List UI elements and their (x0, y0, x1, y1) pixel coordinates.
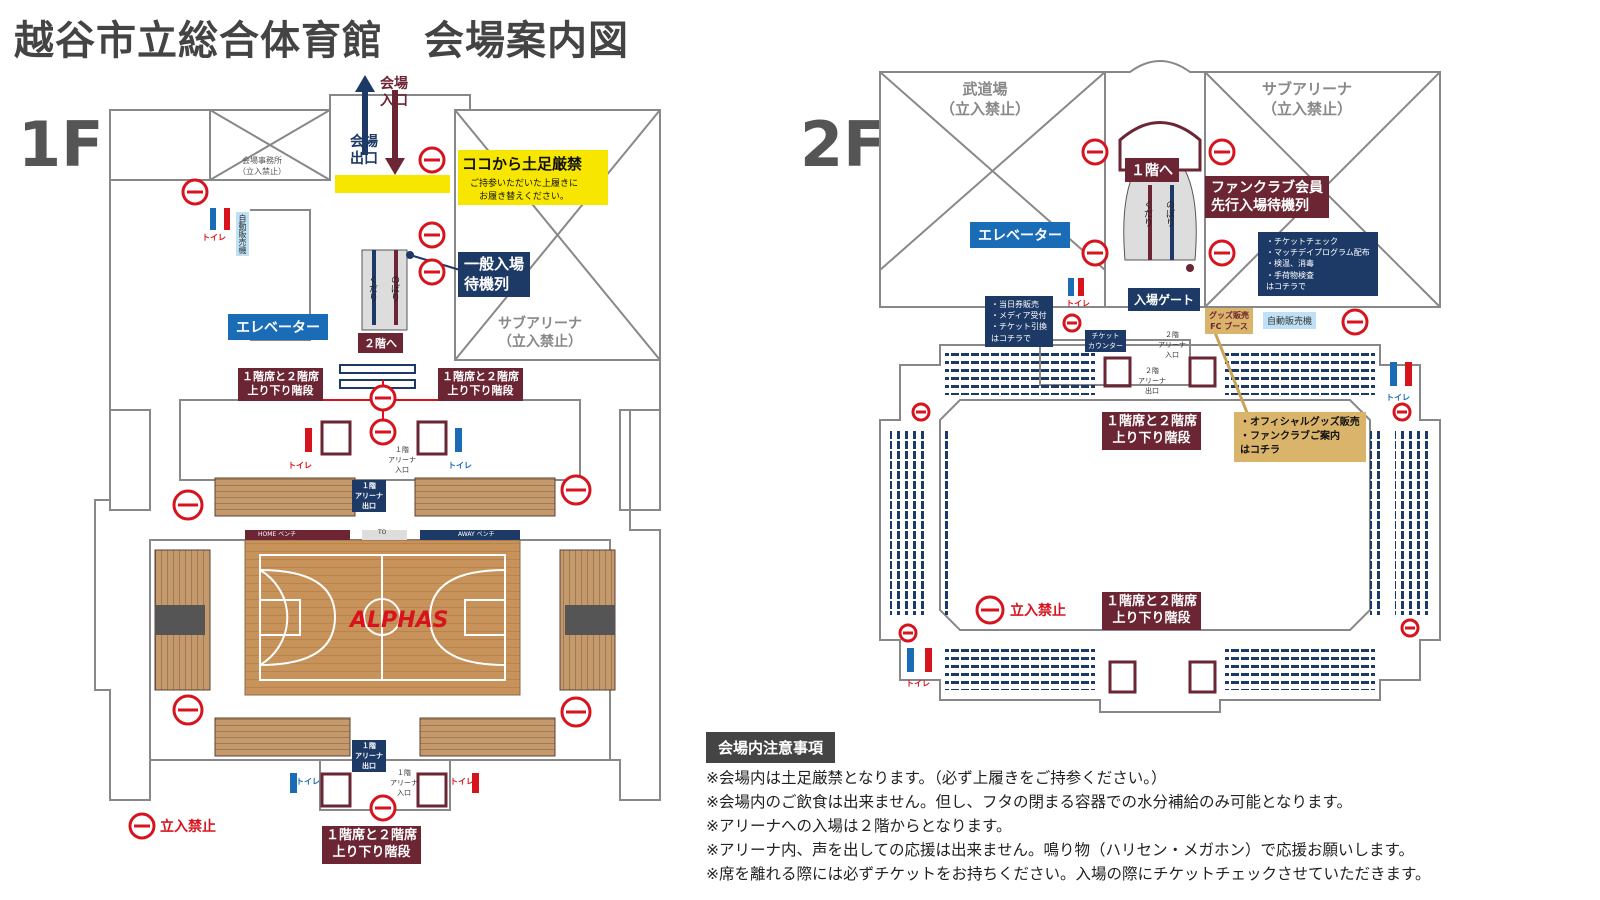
f1-bleacher-top-left (214, 477, 356, 517)
f2-arena-entry: ２階 アリーナ 入口 (1158, 331, 1186, 359)
no-entry-icons (128, 138, 1420, 840)
team-logo: ALPHAS (350, 608, 449, 633)
f1-center-stairs (339, 249, 461, 389)
f2-sub-arena: サブアリーナ （立入禁止） (1262, 80, 1353, 118)
floor-label-1f: 1F (18, 108, 104, 181)
f2-tickets: ・当日券販売 ・メディア受付 ・チケット引換 はコチラで (985, 296, 1053, 347)
f1-arena-exit-top: １階 アリーナ 出口 (352, 480, 386, 512)
f1-stair-left-label: １階席と２階席 上り下り階段 (238, 368, 323, 401)
f2-fc-queue: ファンクラブ会員 先行入場待機列 (1205, 176, 1329, 219)
f2-to-1f: １階へ (1125, 158, 1179, 182)
f2-official-goods: ・オフィシャルグッズ販売 ・ファンクラブご案内 はコチラ (1234, 412, 1366, 462)
f1-exit-label: 会場 出口 (350, 134, 378, 167)
f2-toilet-bottom: トイレ (906, 679, 930, 688)
basketball-court (244, 530, 521, 696)
f1-entry-arrows (355, 75, 405, 175)
f1-home-bench: HOME ベンチ (258, 531, 297, 538)
notes-heading: 会場内注意事項 (706, 732, 836, 763)
f2-no-entry-legend: 立入禁止 (1010, 603, 1066, 619)
f2-arena-exit: ２階 アリーナ 出口 (1138, 367, 1166, 395)
note-item: ※アリーナ内、声を出しての応援は出来ません。鳴り物（ハリセン・メガホン）で応援お… (706, 841, 1415, 859)
f1-no-shoes-text: ご持参いただいた上履きに お履き替えください。 (470, 179, 579, 202)
f2-budojo: 武道場 （立入禁止） (940, 80, 1031, 118)
f1-bleacher-bottom-left (214, 717, 351, 757)
f1-arena-entry-bottom: １階 アリーナ 入口 (390, 769, 418, 797)
no-shoes-sign (458, 150, 608, 205)
f1-arena-entry-top: １階 アリーナ 入口 (388, 446, 416, 474)
f2-stair-bottom-label: １階席と２階席 上り下り階段 (1102, 592, 1202, 630)
note-item: ※会場内は土足厳禁となります。（必ず上履きをご持参ください。） (706, 769, 1167, 787)
f1-arena-exit-bottom: １階 アリーナ 出口 (352, 740, 386, 772)
f2-ticket-counter: チケット カウンター (1085, 330, 1126, 352)
f1-sub-arena: サブアリーナ （立入禁止） (498, 316, 582, 351)
f1-general-queue: 一般入場 待機列 (458, 252, 531, 297)
f2-gate: 入場ゲート (1128, 288, 1201, 311)
f1-toilet-left: トイレ (288, 461, 312, 470)
f1-toilet-right: トイレ (448, 461, 472, 470)
note-item: ※席を離れる際には必ずチケットをお持ちください。入場の際にチケットチェックさせて… (706, 865, 1431, 883)
f1-no-entry-legend: 立入禁止 (160, 819, 216, 835)
f2-stairs-down: くだり (1142, 200, 1152, 227)
f1-toilet-bottom-right: トイレ (450, 777, 474, 786)
f1-entrance-label: 会場 入口 (380, 76, 408, 109)
f2-stair-boxes (1103, 356, 1217, 694)
f2-stair-center-label: １階席と２階席 上り下り階段 (1102, 412, 1202, 450)
f1-vending: 自動販売機 (236, 212, 249, 256)
f2-checklist: ・チケットチェック ・マッチデイプログラム配布 ・検温、消毒 ・手荷物検査 はコ… (1258, 232, 1378, 296)
f2-seat-rows (890, 350, 1430, 690)
f2-vending: 自動販売機 (1263, 312, 1317, 329)
f2-toilet-right: トイレ (1386, 393, 1410, 402)
floor-label-2f: 2F (800, 108, 886, 181)
toilet-icons (210, 208, 1412, 793)
f2-stairs-up: のぼり (1164, 200, 1174, 227)
f1-bleacher-bottom-right (419, 717, 556, 757)
note-item: ※アリーナへの入場は２階からとなります。 (706, 817, 1012, 835)
f1-elevator: エレベーター (228, 314, 328, 340)
f2-elevator: エレベーター (970, 222, 1070, 248)
no-shoes-line (335, 175, 450, 193)
f1-no-shoes-title: ココから土足厳禁 (462, 155, 583, 173)
f1-away-bench: AWAY ベンチ (458, 531, 495, 538)
f1-stair-boxes (320, 420, 448, 808)
f1-stair-bottom-label: １階席と２階席 上り下り階段 (322, 826, 422, 864)
f1-toilet-top: トイレ (202, 233, 226, 242)
page-title: 越谷市立総合体育館 会場案内図 (14, 18, 629, 64)
f1-bleacher-top-right (414, 477, 556, 517)
f1-to-2f: ２階へ (358, 333, 403, 353)
f1-to: TO (378, 529, 387, 536)
note-item: ※会場内のご飲食は出来ません。但し、フタの閉まる容器での水分補給のみ可能となりま… (706, 793, 1353, 811)
f1-stair-right-label: １階席と２階席 上り下り階段 (438, 368, 523, 401)
f1-office-label: 会場事務所 （立入禁止） (238, 156, 286, 176)
f2-center-stairs (1118, 121, 1202, 272)
f2-toilet-top: トイレ (1066, 299, 1090, 308)
f1-stairs-up: のぼり (389, 275, 399, 302)
f1-stairs-down: くだり (367, 275, 377, 302)
f1-toilet-bottom-left: トイレ (296, 777, 320, 786)
f2-goods-booth: グッズ販売 FC ブース (1205, 308, 1253, 334)
